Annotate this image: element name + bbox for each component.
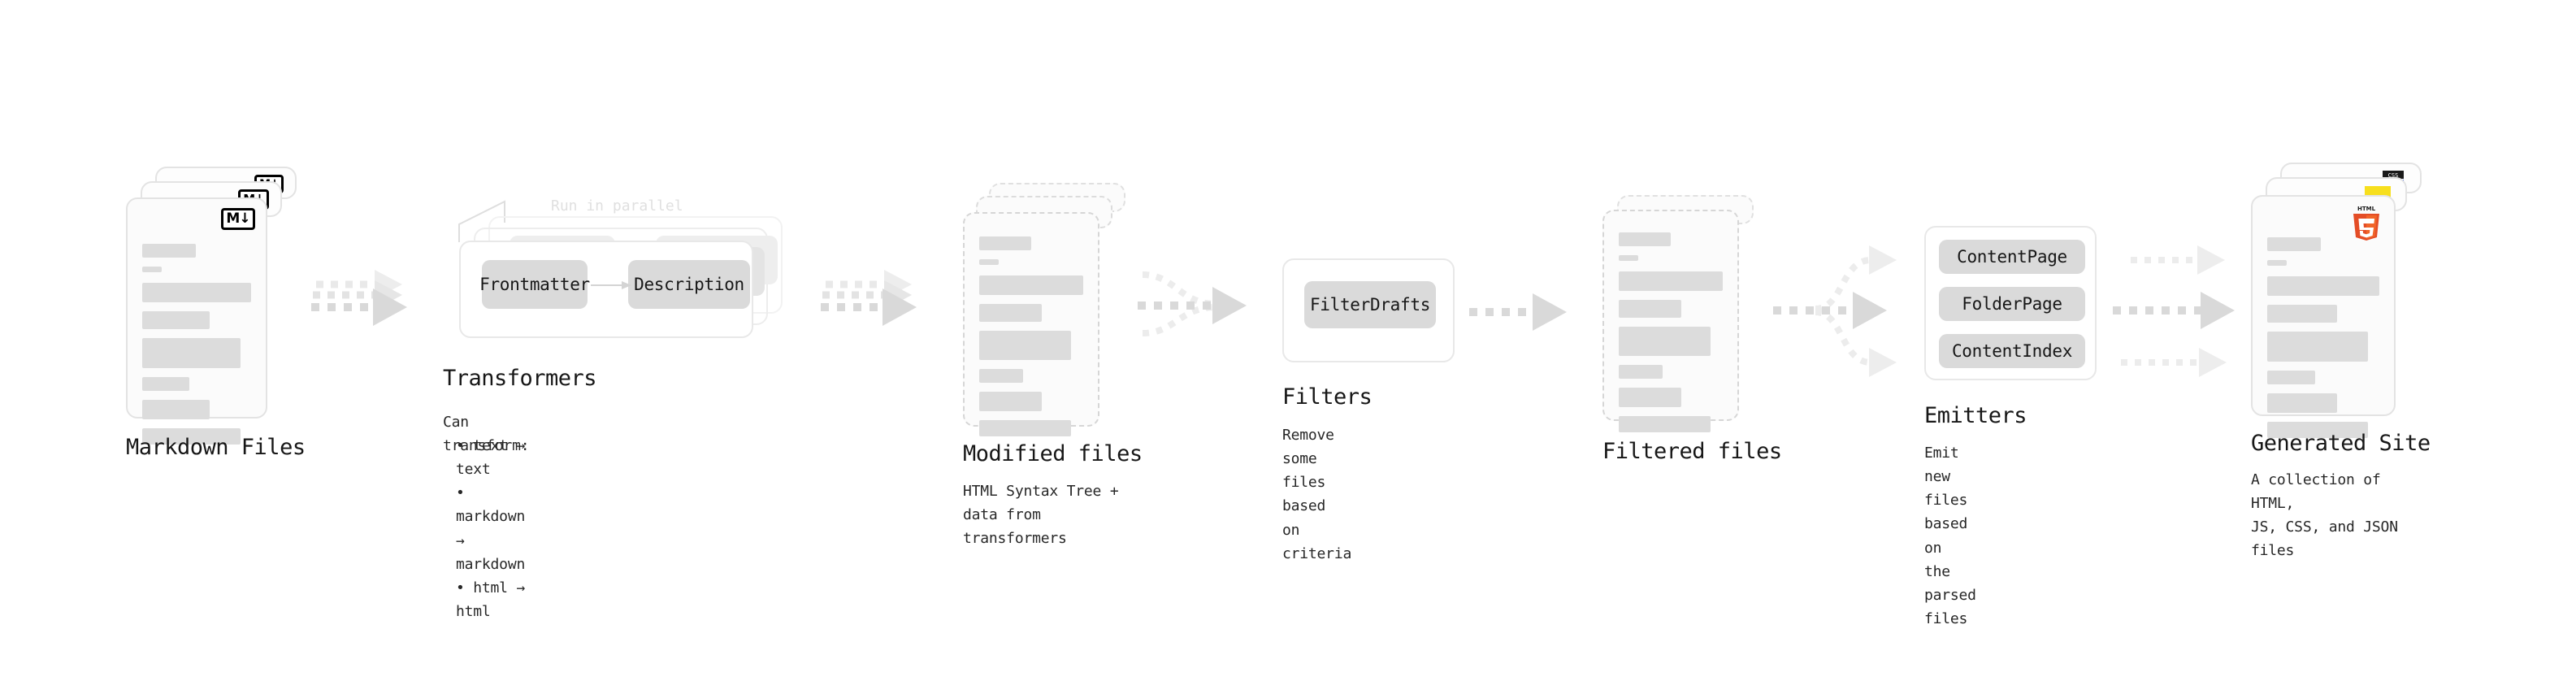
site-doc-front: HTML [2251,195,2396,438]
stage-title-transformers: Transformers [443,366,597,391]
chip-frontmatter[interactable]: Frontmatter [479,260,590,309]
emitters-container: ContentPage FolderPage ContentIndex [1924,226,2097,380]
chip-filterdrafts[interactable]: FilterDrafts [1304,281,1436,328]
filters-container: FilterDrafts [1282,258,1455,362]
stage-title-filters: Filters [1282,384,1373,410]
modified-doc-front [963,212,1099,436]
chip-folderpage[interactable]: FolderPage [1939,287,2085,321]
stage-title-generated-site: Generated Site [2251,431,2431,456]
run-in-parallel-label: Run in parallel [551,197,683,215]
connector-transformers-to-modified [821,268,926,341]
modified-doc-stack [963,183,1134,436]
transformers-bullet-0: • text → text [456,437,526,479]
transformers-bullet-2: • html → html [456,579,526,621]
stage-subtitle-modified-files: HTML Syntax Tree + data from transformer… [963,483,1119,548]
stage-title-markdown-files: Markdown Files [126,435,306,460]
stage-filtered-files: Filtered files [1602,195,1782,464]
markdown-doc-stack: M↓ M↓ M↓ [126,167,297,445]
transformers-intro: Can transform: [443,414,530,455]
svg-text:CSS: CSS [2388,172,2399,179]
filtered-doc-placeholder-lines [1619,232,1723,441]
connector-modified-to-filters [1138,262,1284,351]
transformers-bullets: • text → text • markdown → markdown • ht… [443,434,525,623]
markdown-doc-front: M↓ [126,197,267,445]
chip-contentpage[interactable]: ContentPage [1939,240,2085,274]
stage-subtitle-filters: Remove some files based on criteria [1282,427,1352,562]
connector-md-to-transformers [311,268,417,341]
connector-emitters-to-site [2113,234,2267,397]
svg-text:HTML: HTML [2357,206,2376,212]
stage-title-modified-files: Modified files [963,441,1143,466]
stage-subtitle-generated-site: A collection of HTML, JS, CSS, and JSON … [2251,471,2398,560]
stage-title-emitters: Emitters [1924,403,2027,428]
connector-filtered-to-emitters [1773,234,1923,397]
connector-filters-to-filtered [1469,291,1583,340]
transformers-inner-arrow [591,279,636,292]
stage-generated-site: CSS HTML [2251,163,2431,559]
site-doc-placeholder-lines [2267,237,2379,447]
site-doc-stack: CSS HTML [2251,163,2430,438]
stage-markdown-files: M↓ M↓ M↓ Markdown Files [126,167,306,460]
filtered-doc-front [1602,210,1739,432]
markdown-doc-placeholder-lines [142,244,251,453]
html5-badge: HTML [2350,203,2383,241]
transformers-bullet-1: • markdown → markdown [456,484,526,573]
stage-modified-files: Modified files HTML Syntax Tree + data f… [963,183,1143,547]
chip-contentindex[interactable]: ContentIndex [1939,334,2085,368]
filtered-doc-stack [1602,195,1773,432]
chip-description[interactable]: Description [628,260,750,309]
stage-title-filtered-files: Filtered files [1602,439,1782,464]
markdown-badge: M↓ [221,208,255,230]
run-in-parallel-bracket [458,195,547,244]
modified-doc-placeholder-lines [979,236,1083,445]
stage-subtitle-emitters: Emit new files based on the parsed files [1924,445,1976,628]
